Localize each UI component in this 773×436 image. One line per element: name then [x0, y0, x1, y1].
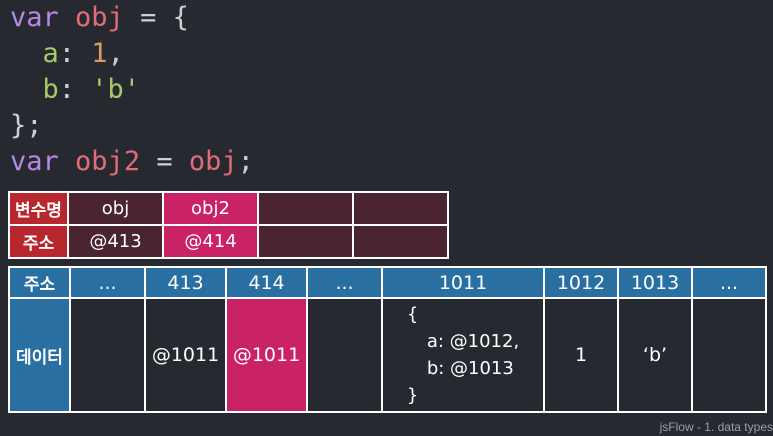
code-semicolon: ; — [237, 146, 254, 177]
variable-address-cell — [257, 224, 354, 259]
code-value-b: 'b' — [91, 74, 141, 105]
memory-table: 주소 ... 413 414 ... 1011 1012 1013 ... 데이… — [8, 266, 767, 413]
memory-data-cell — [306, 297, 383, 413]
object-line: { — [406, 304, 419, 325]
code-punct: = — [140, 146, 189, 177]
memory-data-cell — [69, 297, 146, 413]
object-line: b: @1013 — [426, 358, 514, 379]
memory-address-header: 주소 — [8, 266, 71, 299]
variable-address-cell: @413 — [67, 224, 164, 259]
memory-data-cell-object: { a: @1012, b: @1013 } — [381, 297, 545, 413]
variables-address-header: 주소 — [8, 224, 69, 259]
memory-address-cell: ... — [691, 266, 767, 299]
code-keyword: var — [10, 146, 59, 177]
memory-address-cell: ... — [306, 266, 383, 299]
code-close: }; — [10, 110, 43, 141]
code-colon: : — [58, 38, 92, 69]
object-literal: { a: @1012, b: @1013 } — [407, 301, 519, 409]
code-identifier: obj — [188, 146, 238, 177]
object-line: } — [406, 385, 419, 406]
memory-address-row: 주소 ... 413 414 ... 1011 1012 1013 ... — [8, 266, 767, 299]
memory-data-cell — [691, 297, 767, 413]
variables-address-row: 주소 @413 @414 — [8, 224, 449, 259]
memory-data-cell: @1011 — [144, 297, 227, 413]
variable-name-cell — [352, 191, 449, 226]
variable-address-cell — [352, 224, 449, 259]
code-prop-a: a — [42, 38, 59, 69]
variables-table: 변수명 obj obj2 주소 @413 @414 — [8, 191, 449, 259]
code-block: var obj = { a: 1, b: 'b' }; var obj2 = o… — [10, 0, 254, 180]
memory-address-cell: 1013 — [617, 266, 693, 299]
memory-address-cell: 1011 — [381, 266, 545, 299]
variable-address-cell: @414 — [162, 224, 259, 259]
memory-address-cell: ... — [69, 266, 146, 299]
variable-name-cell — [257, 191, 354, 226]
variable-name-cell: obj — [67, 191, 164, 226]
variables-name-header: 변수명 — [8, 191, 69, 226]
memory-data-row: 데이터 @1011 @1011 { a: @1012, b: @1013 } 1… — [8, 297, 767, 413]
code-identifier: obj2 — [75, 146, 141, 177]
memory-data-cell: 1 — [543, 297, 619, 413]
object-line: a: @1012, — [426, 331, 520, 352]
code-value-a: 1 — [91, 38, 108, 69]
memory-data-cell: ‘b’ — [617, 297, 693, 413]
code-identifier: obj — [75, 2, 124, 33]
memory-address-cell: 414 — [225, 266, 308, 299]
code-colon: : — [58, 74, 92, 105]
code-prop-b: b — [42, 74, 59, 105]
variables-name-row: 변수명 obj obj2 — [8, 191, 449, 226]
memory-data-cell: @1011 — [225, 297, 308, 413]
footer-caption: jsFlow - 1. data types — [659, 420, 773, 434]
code-keyword: var — [10, 2, 59, 33]
memory-address-cell: 1012 — [543, 266, 619, 299]
code-comma: , — [107, 38, 124, 69]
variable-name-cell: obj2 — [162, 191, 259, 226]
memory-address-cell: 413 — [144, 266, 227, 299]
code-punct: = { — [123, 2, 189, 33]
memory-data-header: 데이터 — [8, 297, 71, 413]
